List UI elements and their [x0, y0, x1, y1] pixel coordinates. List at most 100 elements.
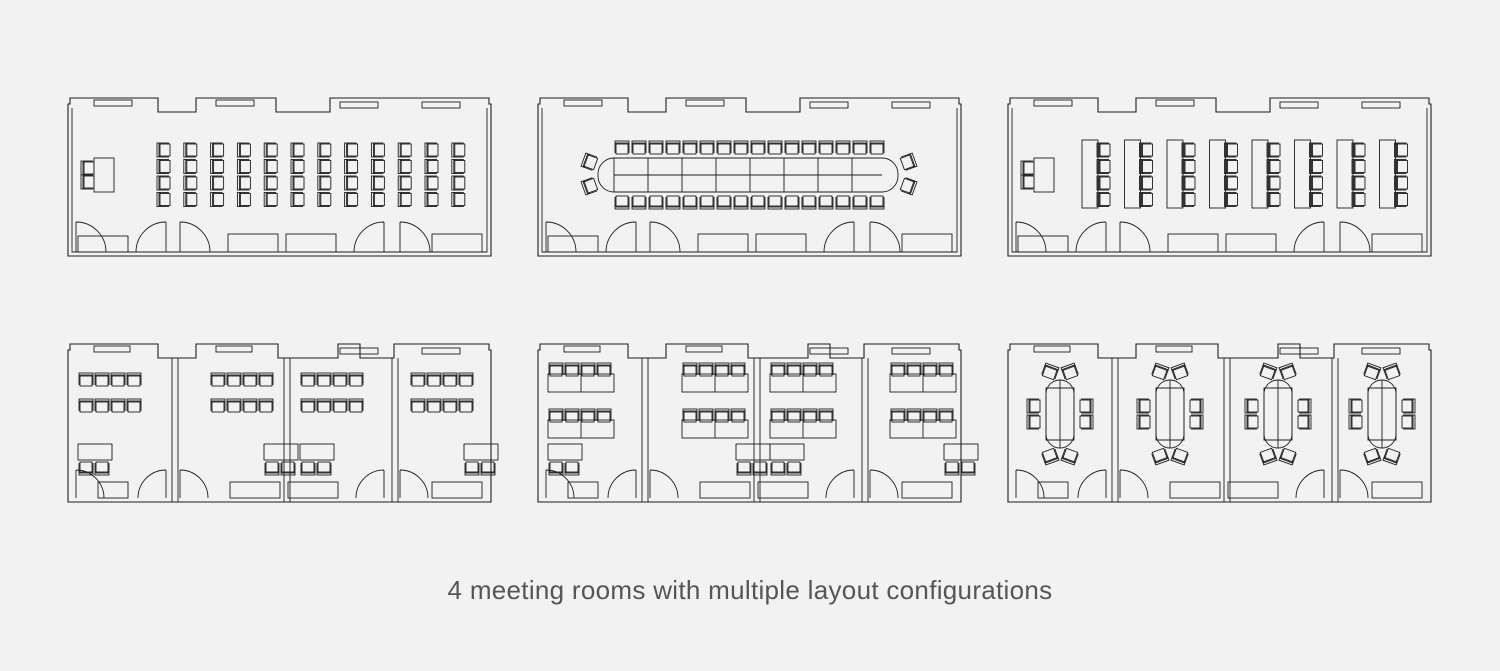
chair — [317, 192, 332, 207]
chair — [770, 362, 786, 377]
window — [563, 345, 601, 353]
chair — [1189, 414, 1204, 430]
chair — [922, 362, 938, 377]
cabinet — [547, 235, 599, 253]
chair — [580, 408, 596, 423]
chair — [786, 461, 802, 476]
chair — [1096, 192, 1111, 207]
chair — [344, 192, 359, 207]
door-arc — [545, 221, 577, 253]
window — [421, 101, 461, 109]
chair — [1351, 175, 1366, 191]
chair — [801, 140, 817, 155]
chair — [344, 175, 359, 191]
chair — [442, 398, 458, 413]
chair — [1266, 192, 1281, 207]
chair — [890, 362, 906, 377]
chair — [698, 362, 714, 377]
chair — [451, 142, 466, 158]
chair — [1041, 447, 1060, 466]
window — [93, 345, 131, 353]
wall-outline — [537, 97, 962, 257]
chair — [1348, 414, 1363, 430]
partition — [641, 358, 649, 502]
chair — [1181, 159, 1196, 174]
door-arc — [1295, 469, 1325, 499]
chair — [397, 159, 412, 174]
chair — [938, 362, 954, 377]
chair — [631, 140, 647, 155]
chair — [1096, 142, 1111, 158]
cabinet — [97, 481, 129, 499]
chair — [332, 398, 348, 413]
cabinet — [1017, 235, 1069, 253]
chair — [614, 140, 630, 155]
chair — [78, 398, 94, 413]
window — [1279, 347, 1319, 355]
chair — [1394, 192, 1408, 207]
chair — [236, 142, 251, 158]
chair — [1224, 175, 1238, 191]
chair — [802, 362, 818, 377]
door-arc — [1339, 221, 1371, 253]
chair — [424, 175, 439, 191]
chair — [94, 461, 110, 476]
door-arc — [179, 221, 211, 253]
plan-classroom-rooms — [537, 343, 979, 503]
presenter-desk — [93, 157, 115, 193]
chair — [78, 461, 94, 476]
chair — [451, 159, 466, 174]
chair — [770, 461, 786, 476]
chair — [94, 372, 110, 387]
chair — [451, 192, 466, 207]
chair — [548, 362, 564, 377]
chair — [1309, 192, 1323, 207]
door-arc — [825, 469, 855, 499]
wall-outline — [67, 97, 492, 257]
desk — [735, 443, 771, 461]
cabinet — [1167, 233, 1219, 253]
chair — [906, 408, 922, 423]
chair — [1079, 398, 1094, 414]
chair — [1181, 192, 1196, 207]
chair — [1309, 159, 1323, 174]
chair — [1259, 362, 1278, 381]
window — [1155, 345, 1193, 353]
chair — [1394, 175, 1408, 191]
window — [1033, 345, 1071, 353]
chair — [1224, 192, 1238, 207]
chair — [183, 142, 198, 158]
chair — [80, 174, 95, 190]
chair — [290, 142, 305, 158]
cabinet — [1227, 481, 1279, 499]
chair — [370, 175, 385, 191]
chair — [1139, 175, 1153, 191]
door-arc — [545, 469, 575, 499]
chair — [316, 461, 332, 476]
chair — [1351, 192, 1366, 207]
chair — [580, 177, 599, 196]
chair — [596, 362, 612, 377]
chair — [126, 372, 142, 387]
chair — [1348, 398, 1363, 414]
chair — [648, 140, 664, 155]
desk — [1294, 139, 1311, 209]
cabinet — [1169, 481, 1221, 499]
door-arc — [75, 221, 107, 253]
desk — [1379, 139, 1396, 209]
chair — [344, 142, 359, 158]
plan-classroom-hall — [1007, 97, 1432, 257]
chair — [1394, 159, 1408, 174]
chair — [784, 195, 800, 210]
door-arc — [399, 469, 429, 499]
chair — [263, 159, 278, 174]
chair — [736, 461, 752, 476]
chair — [156, 192, 171, 207]
chair — [424, 142, 439, 158]
chair — [1382, 447, 1401, 466]
window — [421, 347, 461, 355]
chair — [424, 159, 439, 174]
chair — [564, 461, 580, 476]
chair — [802, 408, 818, 423]
chair — [1297, 398, 1312, 414]
